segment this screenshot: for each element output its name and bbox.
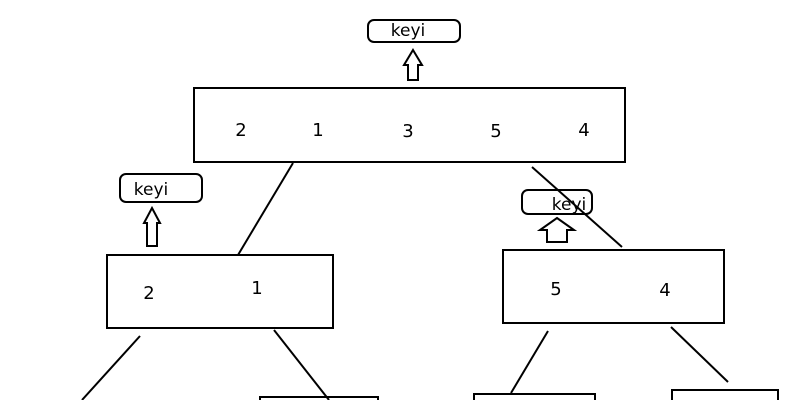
right-child-node-box [502,249,725,324]
left-value-1: 2 [143,283,154,304]
right-value-2: 4 [659,280,670,301]
root-value-2: 1 [312,120,323,141]
left-up-arrow-icon [142,205,162,247]
root-up-arrow-icon [402,48,424,81]
edge-right-left [510,330,549,394]
edge-root-left [237,162,294,256]
edge-root-right [531,166,623,248]
root-value-5: 4 [578,120,589,141]
right-key-tag [521,189,593,215]
left-key-tag [119,173,203,203]
edge-right-right [670,326,729,383]
root-value-1: 2 [235,120,246,141]
root-key-tag [367,19,461,43]
edge-left-left [81,335,141,400]
right-up-arrow-icon [536,216,578,243]
left-key-label: keyi [134,180,168,200]
root-value-4: 5 [490,121,501,142]
root-key-label: keyi [391,21,425,41]
bottom-node-box-2 [259,396,379,400]
left-child-node-box [106,254,334,329]
left-value-2: 1 [251,278,262,299]
bottom-node-box-3 [473,393,596,400]
right-value-1: 5 [550,279,561,300]
bottom-node-box-4 [671,389,779,400]
root-node-box [193,87,626,163]
right-key-label: keyi [552,195,586,215]
edge-left-right [273,329,330,400]
root-value-3: 3 [402,121,413,142]
